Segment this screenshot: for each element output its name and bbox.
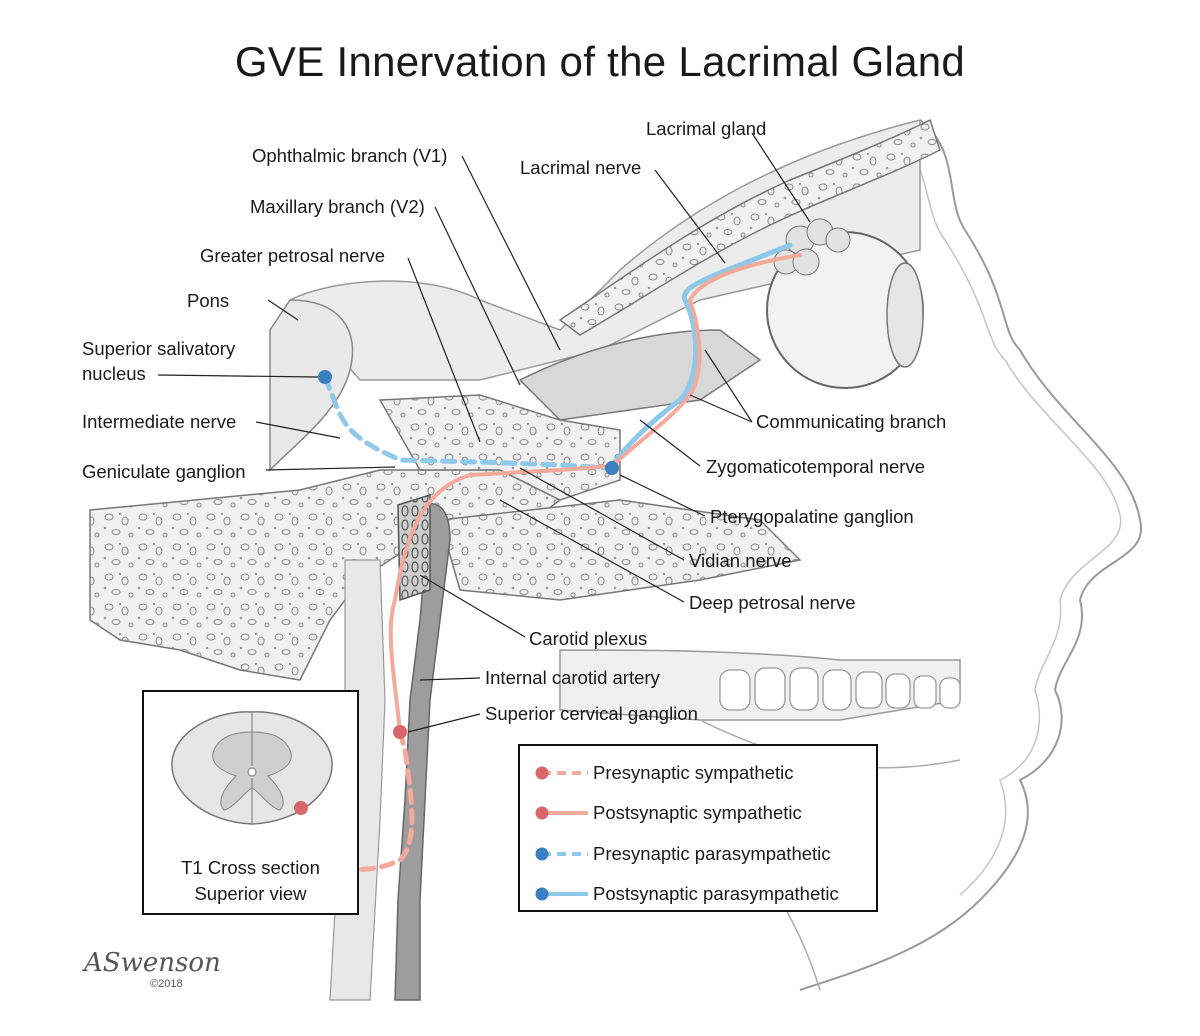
label-zygomaticotemporal-nerve: Zygomaticotemporal nerve — [706, 456, 926, 477]
leader-lines — [157, 132, 811, 733]
t1-lateral-horn-dot — [294, 801, 308, 815]
artist-signature-year: ©2018 — [150, 978, 183, 990]
label-greater-petrosal-nerve: Greater petrosal nerve — [200, 245, 386, 266]
presynaptic-parasympathetic-swatch — [535, 847, 588, 861]
legend-item-postsynaptic-sympathetic: Postsynaptic sympathetic — [520, 798, 876, 828]
superior-salivatory-nucleus-dot — [318, 370, 332, 384]
presynaptic-sympathetic-swatch — [535, 766, 588, 780]
postsynaptic-sympathetic-path — [388, 253, 802, 734]
inset-caption-line2: Superior view — [194, 883, 307, 904]
legend: Presynaptic sympathetic Postsynaptic sym… — [518, 744, 878, 912]
label-lacrimal-gland: Lacrimal gland — [646, 118, 767, 139]
label-ophthalmic-branch: Ophthalmic branch (V1) — [252, 145, 448, 166]
legend-item-postsynaptic-parasympathetic: Postsynaptic parasympathetic — [520, 879, 876, 909]
label-pterygopalatine-ganglion: Pterygopalatine ganglion — [710, 506, 914, 527]
label-pons: Pons — [187, 290, 230, 311]
label-maxillary-branch: Maxillary branch (V2) — [250, 196, 425, 217]
legend-item-presynaptic-parasympathetic: Presynaptic parasympathetic — [520, 839, 876, 869]
postsynaptic-parasympathetic-swatch — [535, 887, 588, 901]
label-lacrimal-nerve: Lacrimal nerve — [520, 157, 642, 178]
postsynaptic-parasympathetic-path — [609, 242, 793, 469]
pons — [269, 299, 354, 472]
face-outline — [799, 119, 1143, 991]
legend-item-presynaptic-sympathetic: Presynaptic sympathetic — [520, 758, 876, 788]
skin-edge — [899, 129, 1122, 896]
palate-bone — [439, 499, 802, 601]
label-deep-petrosal-nerve: Deep petrosal nerve — [689, 592, 856, 613]
label-internal-carotid-artery: Internal carotid artery — [485, 667, 660, 688]
cranium — [288, 119, 921, 381]
label-ssn-line2: nucleus — [82, 363, 146, 384]
presynaptic-parasympathetic-path — [322, 374, 613, 471]
legend-label: Postsynaptic sympathetic — [593, 802, 802, 823]
label-vidian-nerve: Vidian nerve — [689, 550, 792, 571]
t1-cross-section-inset: T1 Cross section Superior view — [142, 690, 359, 915]
artist-signature: ASwenson — [84, 948, 221, 978]
label-communicating-branch: Communicating branch — [756, 411, 947, 432]
label-geniculate-ganglion: Geniculate ganglion — [82, 461, 246, 482]
label-intermediate-nerve: Intermediate nerve — [82, 411, 237, 432]
legend-label: Presynaptic sympathetic — [593, 762, 794, 783]
pterygopalatine-ganglion-dot — [605, 461, 619, 475]
label-superior-cervical-ganglion: Superior cervical ganglion — [485, 703, 698, 724]
postsynaptic-sympathetic-swatch — [535, 806, 588, 820]
superior-cervical-ganglion-dot — [393, 725, 407, 739]
label-ssn-line1: Superior salivatory — [82, 338, 236, 359]
sphenoid-bone — [378, 394, 621, 501]
legend-label: Presynaptic parasympathetic — [593, 843, 831, 864]
diagram-title: GVE Innervation of the Lacrimal Gland — [234, 38, 966, 85]
label-carotid-plexus: Carotid plexus — [529, 628, 648, 649]
orbital-roof — [558, 118, 941, 336]
spinal-cord-section — [171, 711, 333, 825]
teeth — [719, 667, 961, 711]
inset-caption-line1: T1 Cross section — [181, 857, 320, 878]
legend-label: Postsynaptic parasympathetic — [593, 883, 839, 904]
